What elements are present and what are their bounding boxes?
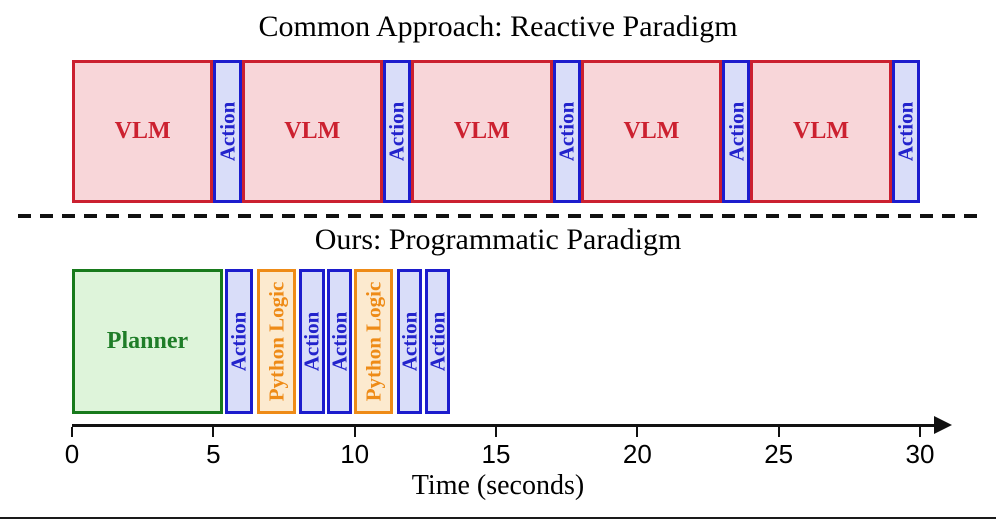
- vlm-label: VLM: [623, 118, 680, 144]
- vlm-segment: VLM: [750, 60, 892, 203]
- axis-tick: [777, 427, 780, 437]
- programmatic-paradigm-title: Ours: Programmatic Paradigm: [314, 223, 682, 256]
- action-label: Action: [554, 101, 579, 162]
- action-segment: Action: [327, 269, 352, 414]
- axis-tick: [353, 427, 356, 437]
- action-segment: Action: [891, 60, 920, 203]
- python-label: Python Logic: [264, 281, 288, 402]
- action-segment: Action: [425, 269, 450, 414]
- action-label: Action: [396, 311, 421, 372]
- time-axis-line: [72, 424, 938, 427]
- action-segment: Action: [396, 269, 422, 414]
- action-label: Action: [326, 311, 351, 372]
- action-segment: Action: [382, 60, 412, 203]
- section-divider-dashed-line: [18, 214, 978, 218]
- python-label: Python Logic: [361, 281, 386, 402]
- axis-tick: [495, 427, 497, 437]
- axis-tick-label: 20: [622, 439, 652, 469]
- action-label: Action: [299, 311, 324, 372]
- python-segment: Python Logic: [256, 269, 297, 414]
- action-segment: Action: [552, 60, 581, 203]
- vlm-label: VLM: [453, 118, 510, 144]
- planner-segment: Planner: [72, 269, 223, 414]
- axis-tick: [212, 427, 215, 437]
- vlm-label: VLM: [793, 118, 850, 144]
- action-segment: Action: [722, 60, 751, 203]
- action-segment: Action: [213, 60, 242, 203]
- action-segment: Action: [298, 269, 325, 414]
- vlm-label: VLM: [284, 118, 341, 144]
- axis-tick: [71, 427, 73, 437]
- time-axis-label: Time (seconds): [411, 470, 585, 501]
- action-label: Action: [723, 101, 748, 162]
- action-label: Action: [226, 311, 251, 372]
- planner-label: Planner: [106, 328, 189, 354]
- action-segment: Action: [225, 269, 253, 414]
- axis-tick-label: 15: [481, 439, 511, 469]
- axis-tick-label: 10: [340, 439, 370, 469]
- axis-tick-label: 30: [905, 439, 935, 469]
- action-label: Action: [425, 311, 450, 372]
- reactive-timeline-track: VLM Action VLM Action VLM Action VLM Action VLM A…: [0, 60, 996, 203]
- time-axis-arrowhead-icon: [934, 416, 952, 434]
- reactive-paradigm-title: Common Approach: Reactive Paradigm: [258, 10, 738, 43]
- action-label: Action: [214, 101, 239, 162]
- vlm-label: VLM: [114, 118, 171, 144]
- axis-tick: [636, 427, 639, 437]
- axis-tick-label: 0: [64, 439, 80, 469]
- vlm-segment: VLM: [580, 60, 723, 203]
- python-segment: Python Logic: [353, 269, 394, 414]
- figure-bottom-rule: [0, 517, 996, 519]
- vlm-segment: VLM: [72, 60, 214, 203]
- action-label: Action: [893, 101, 918, 162]
- axis-tick: [919, 427, 921, 437]
- vlm-segment: VLM: [241, 60, 383, 203]
- axis-tick-label: 25: [764, 439, 794, 469]
- axis-tick-label: 5: [206, 439, 221, 469]
- vlm-segment: VLM: [411, 60, 553, 203]
- action-label: Action: [384, 101, 409, 162]
